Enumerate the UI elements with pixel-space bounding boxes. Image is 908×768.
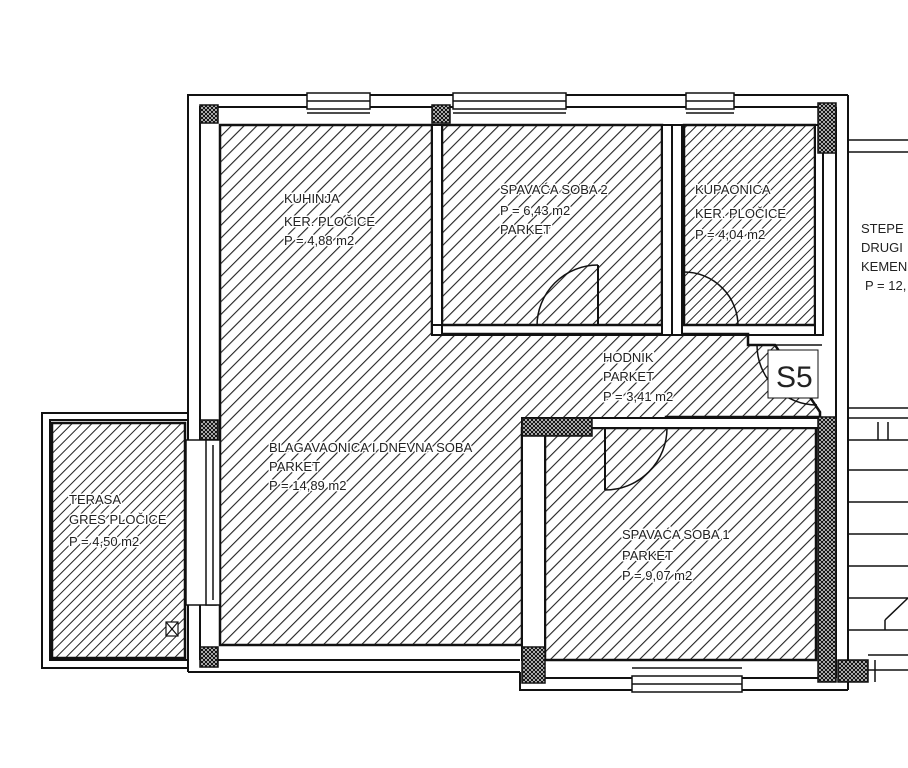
spavaca-soba-1-label: SPAVAĆA SOBA 1 PARKET P = 9,07 m2 [622,527,733,583]
blagavaonica-label: BLAGAVAONICA I DNEVNA SOBA PARKET P = 14… [269,440,475,493]
room-terrace-fill [50,421,187,660]
room-labels: KUHINJA KER. PLOČICE P = 4,88 m2 SPAVAĆA… [68,181,908,585]
room-bathroom-fill [682,123,817,327]
spavaca-soba-2-label: SPAVAĆA SOBA 2 P = 6,43 m2 PARKET [500,182,611,237]
shaft-marker: S5 [767,349,819,399]
staircase [848,139,908,682]
hodnik-label: HODNIK PARKET P = 3,41 m2 [603,350,673,404]
windows [185,92,743,693]
columns [199,102,869,684]
doors [536,264,822,491]
terrace-drain [165,621,179,637]
shaft-label: S5 [776,361,813,394]
stepenice-label: STEPE DRUGI KEMEN P = 12, [861,221,908,293]
room-fills [50,123,822,662]
room-bedroom1-fill [543,426,818,662]
terasa-label: TERASA GRES PLOČICE P = 4,50 m2 [69,492,170,549]
terrace-walls [41,412,188,669]
kupaonica-label: KUPAONICA KER. PLOČICE P = 4,04 m2 [695,182,790,242]
room-bedroom2-fill [440,123,664,327]
kuhinja-label: KUHINJA KER. PLOČICE P = 4,88 m2 [284,191,379,248]
